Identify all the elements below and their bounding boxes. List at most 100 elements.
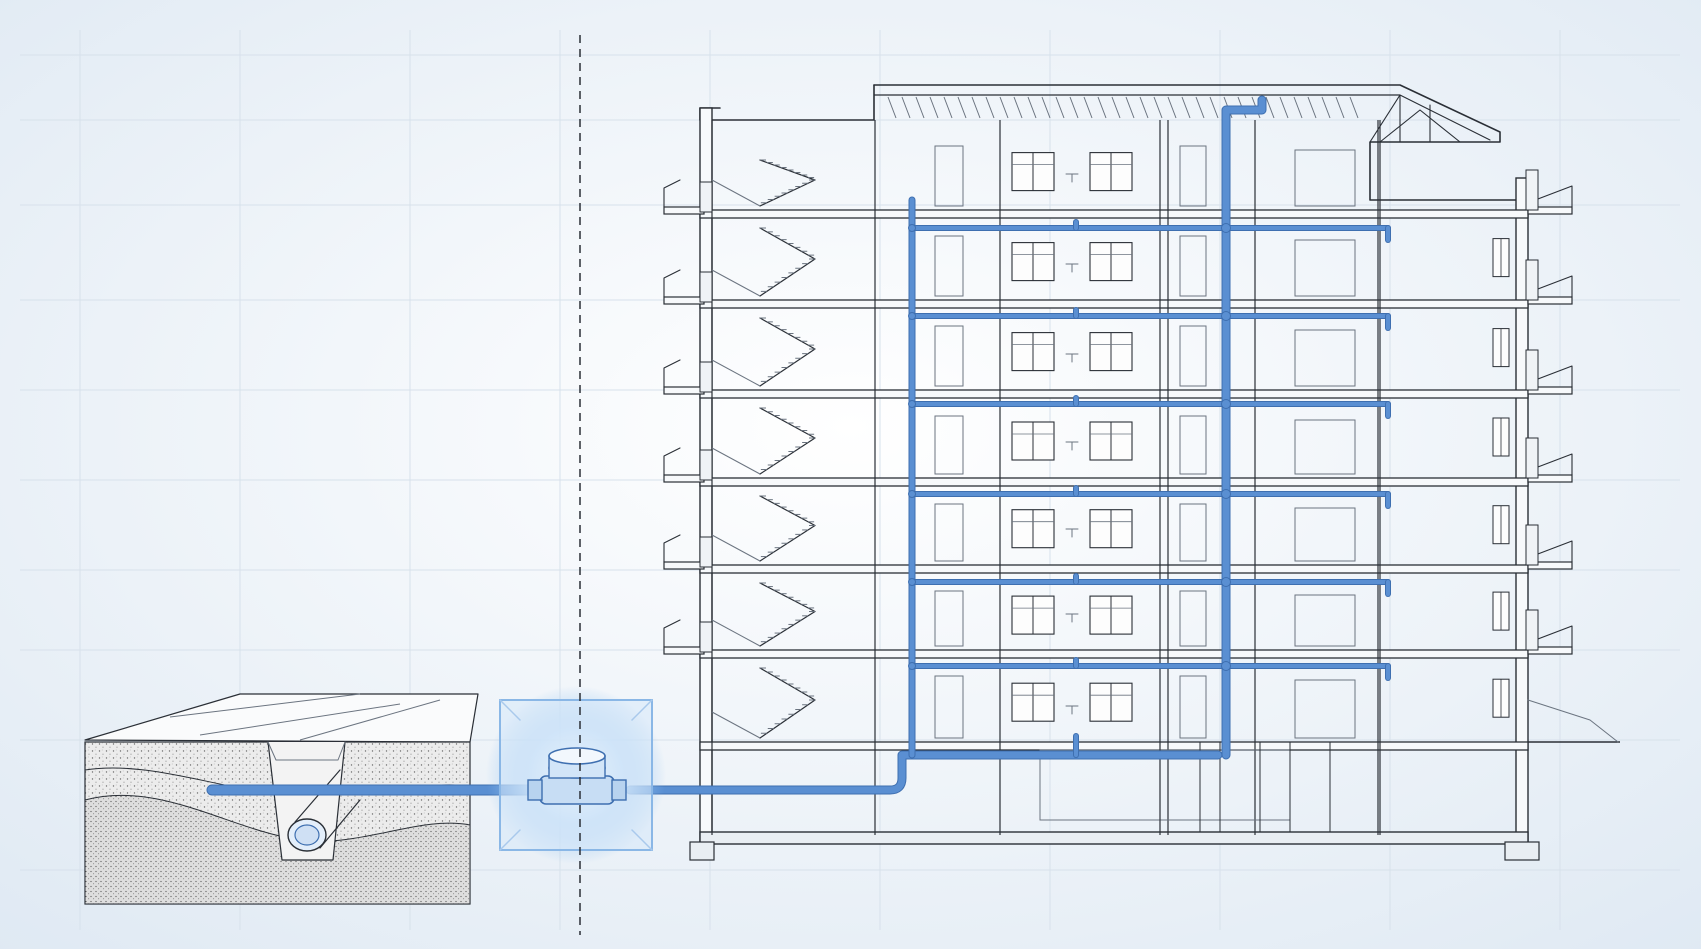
balcony-left-rail (663, 359, 681, 388)
riser-tee (1221, 489, 1231, 499)
basement-column (1289, 741, 1331, 833)
balcony-right-post (1525, 169, 1539, 211)
balcony-left-post (699, 271, 713, 303)
riser-tee (908, 578, 916, 586)
roof-rafter (943, 96, 953, 119)
roof-rafter (1041, 96, 1051, 119)
roof-rafter (1279, 96, 1289, 119)
balcony-left-post (699, 621, 713, 653)
balcony-right-post (1525, 609, 1539, 651)
roof-rafter (1265, 96, 1275, 119)
fixture (1065, 263, 1079, 273)
door (1179, 145, 1207, 207)
roof-rafter (999, 96, 1009, 119)
meter-body (539, 775, 615, 805)
fixture (1065, 613, 1079, 623)
door (1179, 675, 1207, 739)
balcony-right-post (1525, 349, 1539, 391)
balcony-left-post (699, 361, 713, 393)
roof-rafter (901, 96, 911, 119)
balcony-right-rail (1529, 275, 1573, 298)
basement-column (1219, 741, 1261, 833)
roof-rafter (887, 96, 897, 119)
fixture (1065, 173, 1079, 183)
water-pipes (206, 95, 1391, 796)
balcony-right-rail (1529, 185, 1573, 208)
foundation-slab (699, 831, 1529, 845)
water-main-pipe-bore (294, 824, 320, 846)
roof-rafter (1139, 96, 1149, 119)
balcony-left-rail (663, 269, 681, 298)
room-recess (1294, 149, 1356, 207)
riser-tee (1221, 399, 1231, 409)
staircase (711, 159, 816, 739)
roof-rafter (1111, 96, 1121, 119)
roof-rafter (1307, 96, 1317, 119)
balcony-left-post (699, 181, 713, 213)
door (934, 235, 964, 297)
roof-rafter (1083, 96, 1093, 119)
door (934, 675, 964, 739)
floor-slab (699, 299, 1529, 309)
roof-rafter (1349, 96, 1359, 119)
roof-rafter (1321, 96, 1331, 119)
balcony-left-rail (663, 534, 681, 563)
balcony-left-slab (663, 561, 705, 570)
roof-rafter (1209, 96, 1219, 119)
balcony-right-rail (1529, 540, 1573, 563)
roof-rafter (1055, 96, 1065, 119)
room-recess (1294, 679, 1356, 739)
balcony-right-rail (1529, 453, 1573, 476)
basement-column (1159, 741, 1201, 833)
fixture (1065, 441, 1079, 451)
road-joint (299, 699, 441, 741)
riser-tee (908, 400, 916, 408)
ground-section (84, 693, 479, 905)
riser-tee (908, 662, 916, 670)
riser-tee (1221, 223, 1231, 233)
balcony-left-slab (663, 646, 705, 655)
right-footing (1504, 841, 1540, 861)
door (1179, 590, 1207, 647)
balcony-right-post (1525, 524, 1539, 566)
building-section (663, 84, 1620, 861)
roof-rafter (1181, 96, 1191, 119)
roof-rafter (1013, 96, 1023, 119)
balcony-right-rail (1529, 625, 1573, 648)
stair-landing (711, 179, 761, 207)
riser-tee (1221, 661, 1231, 671)
balcony-left-rail (663, 179, 681, 208)
roof-rafter (957, 96, 967, 119)
stair-landing (711, 619, 761, 647)
balcony-left-post (699, 449, 713, 481)
door (934, 325, 964, 387)
meter-coupling-right (611, 779, 627, 801)
floor-slab (699, 477, 1529, 487)
roof-truss (1369, 94, 1491, 143)
stair-landing (711, 269, 761, 297)
room-recess (1294, 419, 1356, 475)
balcony-left-slab (663, 206, 705, 215)
balcony-right-rail (1529, 365, 1573, 388)
door (934, 503, 964, 562)
fixture (1065, 528, 1079, 538)
meter-coupling-left (527, 779, 543, 801)
rooms (934, 145, 1510, 739)
stair-landing (711, 447, 761, 475)
stair-landing (711, 359, 761, 387)
road-joint (169, 693, 361, 718)
roof-rafter (1125, 96, 1135, 119)
meter-cap (548, 747, 606, 765)
road-surface (84, 693, 479, 743)
roof-rafter (1097, 96, 1107, 119)
balcony-left-slab (663, 386, 705, 395)
balcony-right-post (1525, 259, 1539, 301)
door (934, 415, 964, 475)
roof-rafter (1167, 96, 1177, 119)
roof-rafter (1293, 96, 1303, 119)
roof-outline (873, 84, 1529, 201)
riser-tee (908, 312, 916, 320)
balcony-left-rail (663, 619, 681, 648)
ground-slope (1527, 699, 1619, 743)
roof-rafter (1027, 96, 1037, 119)
